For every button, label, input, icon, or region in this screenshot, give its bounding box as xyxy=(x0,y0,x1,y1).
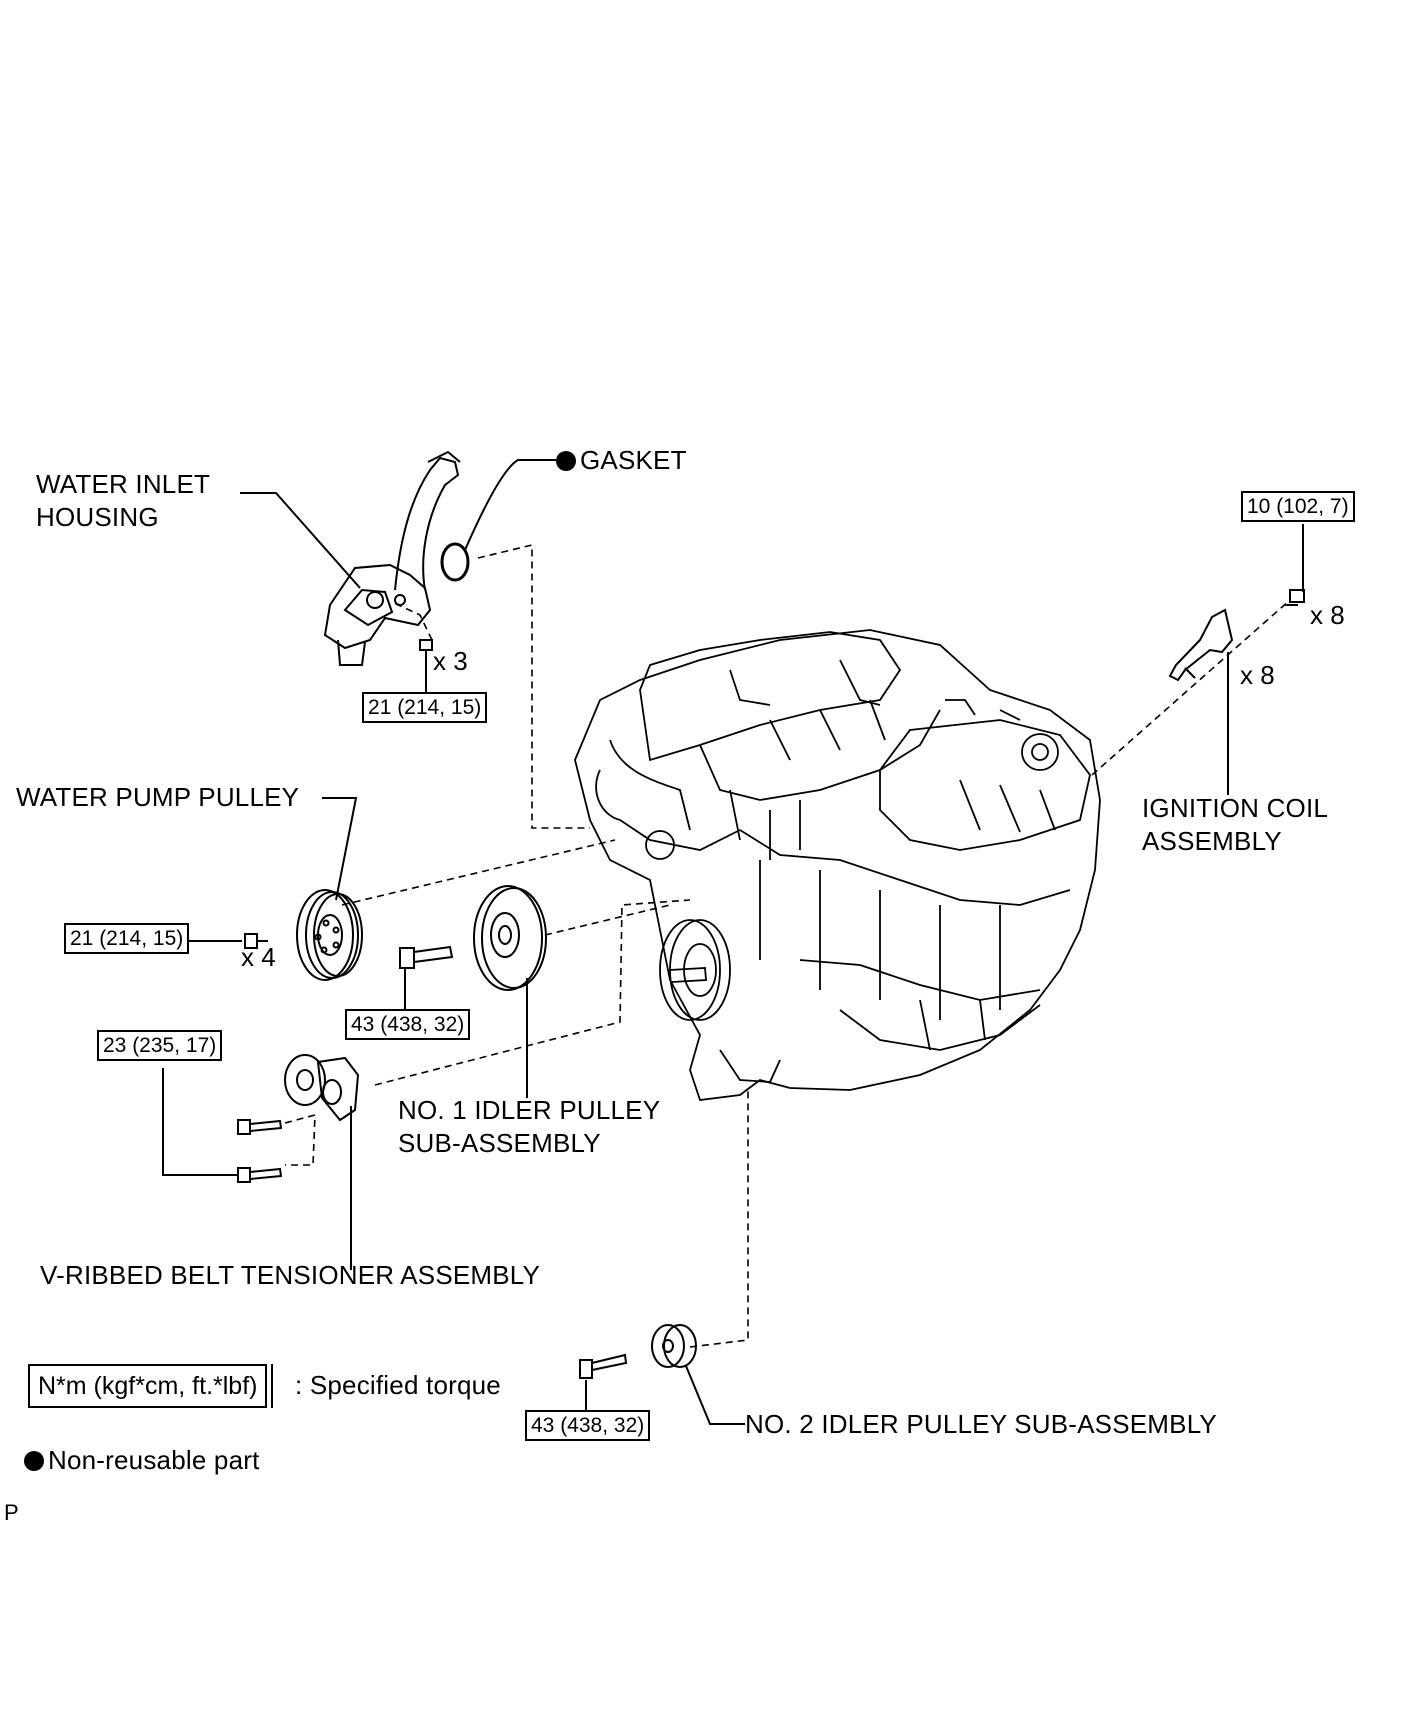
gasket-ring xyxy=(440,542,470,582)
torque-idler-pulley-1: 43 (438, 32) xyxy=(345,1009,471,1040)
dash-tensioner-bolt xyxy=(284,1113,316,1166)
dash-idler2 xyxy=(689,1090,749,1348)
leader-tq-tensioner xyxy=(162,1068,238,1176)
water-inlet-housing-line2: HOUSING xyxy=(36,502,159,532)
legend-non-reusable: Non-reusable part xyxy=(24,1444,260,1477)
ignition-coil-bolt xyxy=(1285,589,1305,606)
water-inlet-bolt xyxy=(419,639,433,676)
idler-1-bolt xyxy=(399,945,454,969)
engine-block xyxy=(574,629,1101,1101)
torque-water-inlet: 21 (214, 15) xyxy=(362,692,488,723)
torque-water-pump-pulley: 21 (214, 15) xyxy=(64,923,190,954)
dash-tensioner xyxy=(374,899,691,1086)
dash-inlet-bolt xyxy=(393,602,433,641)
torque-idler-pulley-2: 43 (438, 32) xyxy=(525,1410,651,1441)
idler-pulley-1-line2: SUB-ASSEMBLY xyxy=(398,1128,601,1158)
dash-gasket xyxy=(477,543,590,829)
tensioner-bolt-upper xyxy=(237,1119,283,1135)
dash-pump xyxy=(341,839,616,906)
idler-pulley-1-part xyxy=(473,885,547,991)
non-reusable-dot-icon xyxy=(24,1451,44,1471)
idler-pulley-2-label: NO. 2 IDLER PULLEY SUB-ASSEMBLY xyxy=(745,1409,1217,1439)
torque-belt-tensioner: 23 (235, 17) xyxy=(97,1030,223,1061)
leader-water-pump-pulley xyxy=(322,797,358,901)
idler-pulley-1-label: NO. 1 IDLER PULLEY SUB-ASSEMBLY xyxy=(398,1094,660,1160)
water-inlet-housing-part xyxy=(323,450,461,666)
leader-gasket xyxy=(464,459,556,551)
footer-code: P xyxy=(4,1500,19,1525)
belt-tensioner-label: V-RIBBED BELT TENSIONER ASSEMBLY xyxy=(40,1260,541,1290)
water-pump-pulley-label: WATER PUMP PULLEY xyxy=(16,782,300,812)
legend-torque-desc: : Specified torque xyxy=(295,1370,501,1400)
dash-coil xyxy=(1091,599,1291,776)
ignition-coil-label: IGNITION COIL ASSEMBLY xyxy=(1142,792,1328,858)
qty-water-inlet-bolts: x 3 xyxy=(433,646,468,676)
ignition-coil-line1: IGNITION COIL xyxy=(1142,793,1329,823)
ignition-coil-line2: ASSEMBLY xyxy=(1142,826,1282,856)
qty-ignition-coil-bolts: x 8 xyxy=(1310,600,1345,630)
tensioner-bolt-lower xyxy=(237,1167,283,1183)
ignition-coil-part xyxy=(1168,608,1234,682)
idler-2-bolt xyxy=(579,1353,628,1379)
torque-ignition-coil: 10 (102, 7) xyxy=(1241,491,1355,522)
qty-ignition-coils: x 8 xyxy=(1240,660,1275,690)
legend-torque-box: N*m (kgf*cm, ft.*lbf) xyxy=(28,1364,274,1408)
non-reusable-dot-icon xyxy=(556,451,576,471)
dash-idler1 xyxy=(544,904,671,936)
water-pump-pulley-part xyxy=(296,889,363,981)
leader-idler-2 xyxy=(685,1365,745,1425)
tensioner-part xyxy=(284,1054,360,1122)
water-inlet-housing-label: WATER INLET HOUSING xyxy=(36,468,210,534)
water-inlet-housing-line1: WATER INLET xyxy=(36,469,211,499)
gasket-text: GASKET xyxy=(580,445,687,475)
qty-water-pump-bolts: x 4 xyxy=(241,942,276,972)
gasket-label: GASKET xyxy=(556,444,687,477)
idler-pulley-2-part xyxy=(651,1324,697,1368)
leader-water-inlet xyxy=(240,492,361,589)
idler-pulley-1-line1: NO. 1 IDLER PULLEY xyxy=(398,1095,661,1125)
legend-non-reusable-text: Non-reusable part xyxy=(48,1445,260,1475)
water-pump-bolt xyxy=(244,933,268,949)
